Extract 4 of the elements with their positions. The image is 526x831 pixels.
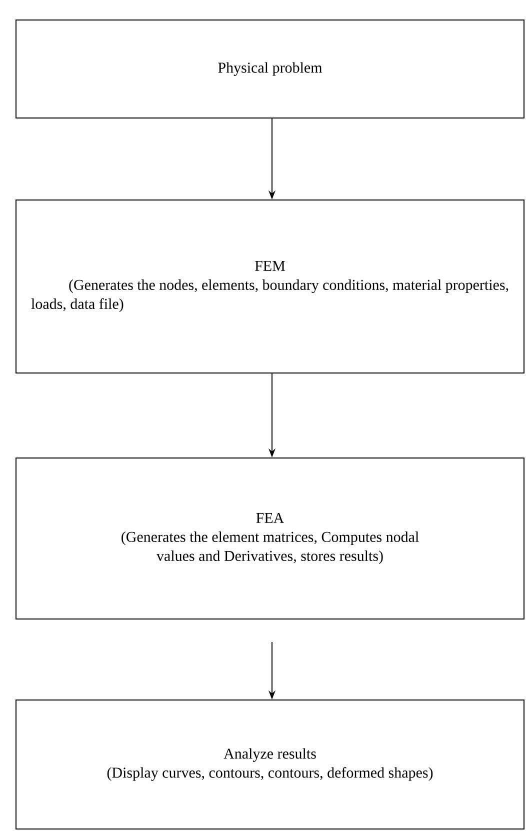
process-box: FEA (Generates the element matrices, Computes nodal values and Derivatives, stores results): [16, 458, 524, 620]
process-box: Analyze results (Display curves, contours, contours, deformed shapes): [16, 700, 524, 830]
process-box: FEM (Generates the nodes, elements, boundary conditions, material properties, loads, data file): [16, 200, 524, 374]
process-box: Physical problem: [16, 20, 524, 118]
